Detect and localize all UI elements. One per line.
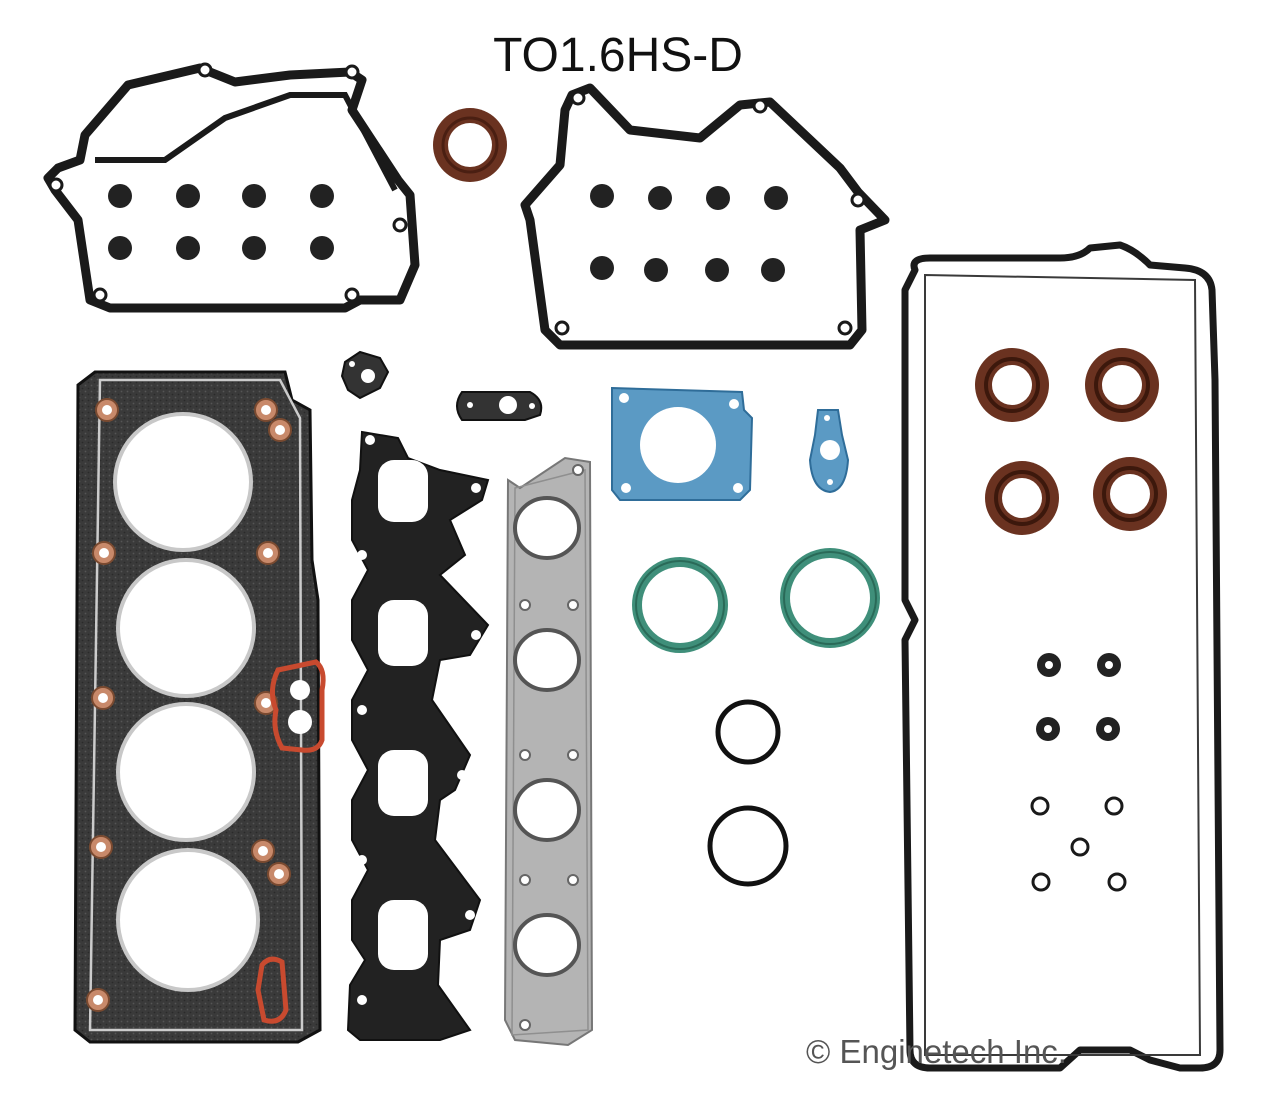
rocker-cover-gasket bbox=[901, 241, 1224, 1072]
throttle-body-gasket bbox=[611, 386, 754, 501]
front-crank-seal bbox=[433, 108, 507, 182]
egr-pipe-gasket bbox=[340, 350, 390, 400]
intake-manifold-gasket bbox=[346, 430, 490, 1041]
exhaust-manifold-gasket bbox=[503, 456, 594, 1047]
exhaust-pipe-gaskets bbox=[632, 548, 880, 653]
small-grommets bbox=[1030, 653, 1127, 892]
o-rings bbox=[707, 699, 789, 887]
valve-cover-gasket-left bbox=[43, 62, 420, 313]
valve-cover-gasket-right bbox=[520, 83, 890, 350]
water-outlet-gasket bbox=[456, 391, 543, 421]
spark-plug-tube-seals bbox=[975, 348, 1167, 535]
cylinder-head-gasket bbox=[73, 370, 326, 1044]
copyright-text: © Enginetech Inc. bbox=[806, 1033, 1067, 1070]
part-number-title: TO1.6HS-D bbox=[493, 29, 743, 82]
small-blue-gasket bbox=[808, 409, 850, 494]
